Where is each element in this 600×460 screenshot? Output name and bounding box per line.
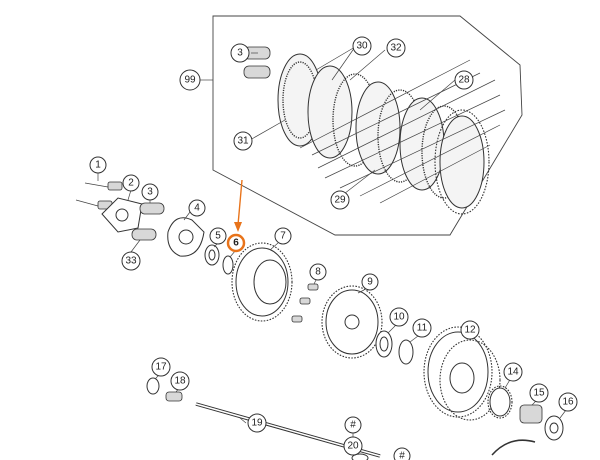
callout-11[interactable]: 11 [412, 318, 432, 338]
washer-16 [544, 409, 567, 441]
svg-text:11: 11 [417, 323, 428, 334]
svg-text:#: # [350, 420, 356, 431]
callout-2[interactable]: 2 [122, 174, 140, 192]
callout-9[interactable]: 9 [361, 273, 379, 291]
svg-text:3: 3 [237, 48, 243, 59]
outer-clutch-basket [423, 326, 501, 421]
cover-edge [491, 439, 536, 456]
callout-14[interactable]: 14 [503, 362, 523, 382]
callout-32[interactable]: 32 [386, 38, 406, 58]
svg-text:99: 99 [184, 75, 196, 86]
svg-text:33: 33 [125, 256, 137, 267]
svg-text:28: 28 [458, 75, 470, 86]
callout-31[interactable]: 31 [233, 131, 253, 151]
callout-33[interactable]: 33 [121, 251, 141, 271]
callout-3[interactable]: 3 [141, 183, 159, 201]
plate-separator-lines [299, 59, 506, 204]
callout-5[interactable]: 5 [209, 227, 227, 245]
svg-text:15: 15 [533, 388, 545, 399]
washer-10 [375, 324, 397, 358]
svg-text:20: 20 [347, 441, 359, 452]
svg-text:17: 17 [155, 362, 167, 373]
svg-text:31: 31 [237, 136, 249, 147]
callout-17[interactable]: 17 [151, 357, 171, 377]
svg-text:1: 1 [95, 160, 101, 171]
svg-text:18: 18 [174, 376, 186, 387]
callout-15[interactable]: 15 [529, 383, 549, 403]
callout-19[interactable]: 19 [247, 413, 267, 433]
clutch-plate-kit-frame [199, 15, 523, 236]
callout-hash-2[interactable]: # [393, 447, 411, 460]
circlip-11 [398, 335, 419, 365]
callout-30[interactable]: 30 [352, 36, 372, 56]
svg-text:2: 2 [128, 178, 134, 189]
pressure-plate-bracket [101, 189, 143, 233]
clutch-plate-stack [277, 53, 490, 215]
callout-8[interactable]: 8 [309, 263, 327, 281]
pins-8 [291, 279, 319, 323]
svg-text:19: 19 [251, 418, 263, 429]
callout-28[interactable]: 28 [454, 70, 474, 90]
callout-hash-1[interactable]: # [344, 416, 362, 434]
svg-text:30: 30 [356, 41, 368, 52]
callout-4[interactable]: 4 [188, 199, 206, 217]
svg-text:12: 12 [464, 325, 476, 336]
svg-text:4: 4 [194, 203, 200, 214]
svg-text:5: 5 [215, 231, 221, 242]
callout-99[interactable]: 99 [179, 69, 201, 91]
svg-text:29: 29 [334, 195, 346, 206]
callout-16[interactable]: 16 [558, 392, 578, 412]
callout-29[interactable]: 29 [330, 190, 350, 210]
clutch-disc-9 [321, 285, 383, 359]
callout-6-highlighted[interactable]: 6 [226, 233, 246, 253]
callout-20[interactable]: 20 [343, 436, 363, 456]
kit-leaders [249, 46, 456, 198]
svg-text:10: 10 [393, 312, 405, 323]
callout-12[interactable]: 12 [460, 320, 480, 340]
seal-18 [165, 387, 183, 402]
svg-text:7: 7 [280, 231, 286, 242]
washer-6 [222, 179, 243, 275]
svg-text:#: # [399, 451, 405, 460]
callout-3-kit[interactable]: 3 [230, 43, 250, 63]
callout-1[interactable]: 1 [89, 156, 107, 174]
bearing-17 [146, 374, 160, 395]
svg-text:6: 6 [233, 238, 239, 249]
callout-7[interactable]: 7 [274, 227, 292, 245]
svg-text:8: 8 [315, 267, 321, 278]
callout-10[interactable]: 10 [389, 307, 409, 327]
svg-text:3: 3 [147, 187, 153, 198]
svg-text:16: 16 [562, 397, 574, 408]
kit-spring-pins [243, 46, 271, 79]
svg-text:9: 9 [367, 277, 373, 288]
needle-bearing-15 [519, 399, 543, 424]
svg-text:32: 32 [390, 43, 402, 54]
inner-clutch-hub [231, 242, 293, 322]
pressure-cap [167, 211, 205, 257]
clutch-springs [130, 199, 165, 253]
bearing-5 [204, 242, 220, 266]
callout-18[interactable]: 18 [170, 371, 190, 391]
svg-text:14: 14 [507, 367, 519, 378]
